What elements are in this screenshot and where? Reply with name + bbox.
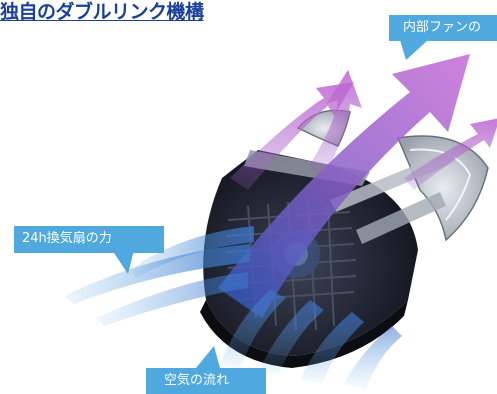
rising-airflow-streams [220,290,402,390]
ventilation-fan-pointer [112,250,134,274]
internal-fan-pointer [400,40,428,60]
internal-fan-label: 内部ファンの [389,15,497,41]
incoming-airflow-arrows [64,226,254,326]
shutter-flap-right [396,135,489,242]
diagram-title: 独自のダブルリンク機構 [0,1,204,23]
main-airflow-arrow [218,54,470,318]
air-flow-label: 空気の流れ [146,368,266,394]
air-flow-pointer [196,346,220,368]
ventilation-fan-label: 24h換気扇の力 [14,226,164,253]
upper-airflow-arrows [230,70,497,190]
